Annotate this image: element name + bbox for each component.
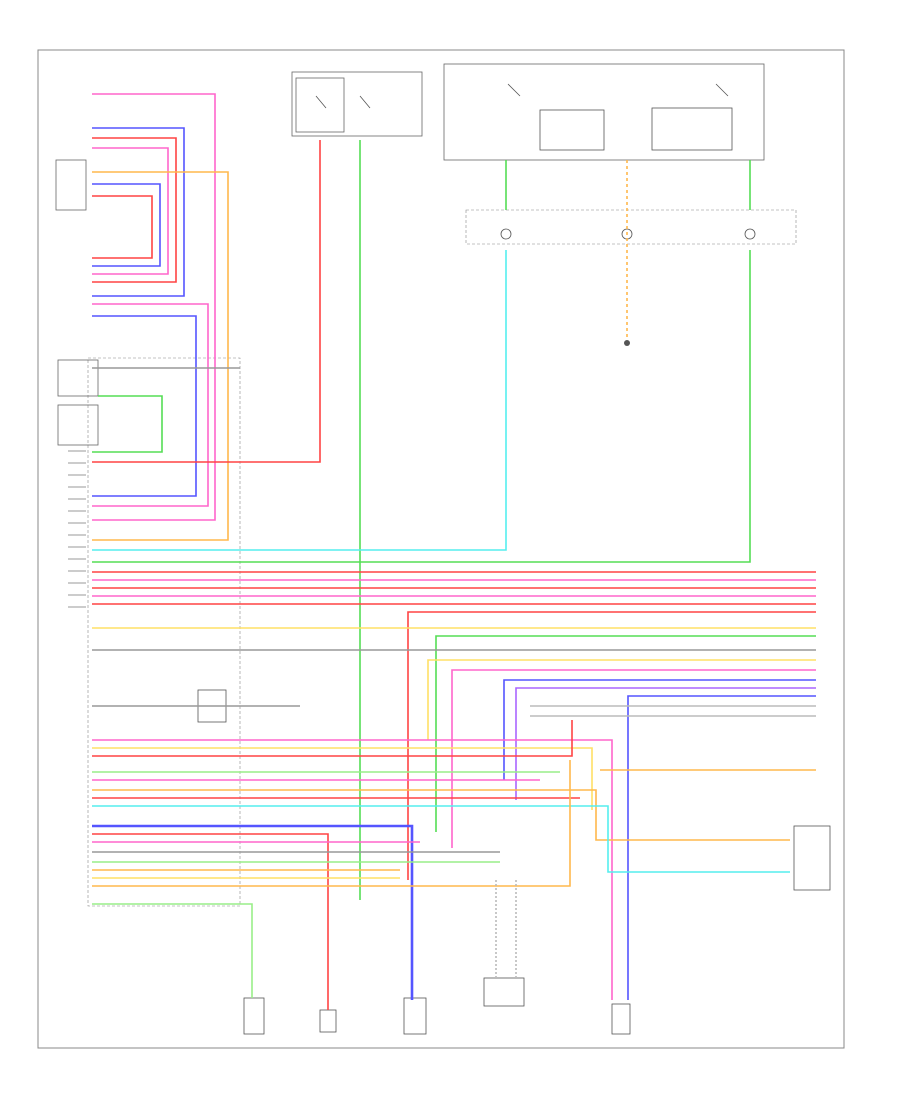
diagram-frame [37,49,845,1049]
wire-red-8 [92,720,573,757]
sensor-2 [319,1009,337,1033]
switch-1 [483,977,525,1007]
relay-switches [315,83,729,109]
wire-blue-3 [92,315,197,497]
wire-blue-4 [503,679,816,780]
connector-band [465,209,797,245]
wire-cyan-2 [92,805,790,873]
wire-yellow-4 [92,747,593,810]
wire-red-2 [92,195,153,259]
left-pin-marks [68,450,86,608]
wires [92,93,816,1010]
ecm-box [87,357,241,907]
right-switch [793,825,831,891]
connector-circle-1 [500,228,512,240]
wire-yellow-1 [92,171,229,541]
ground-point [624,340,630,346]
sensor-1 [243,997,265,1035]
wire-green-2 [92,250,751,563]
wire-pink-6 [451,669,816,848]
wire-cyan-1 [92,250,507,551]
sensor-4 [611,1003,631,1035]
wire-orange-1 [92,789,790,841]
wire-pink-7 [92,739,613,1000]
wire-red-3 [92,140,321,463]
wire-orange-4 [92,760,571,887]
fuse-2 [651,107,733,151]
wire-pink-3 [92,303,209,507]
sensor-box-left [57,359,99,397]
connector-circle-3 [744,228,756,240]
wire-red-1 [92,137,177,283]
sensor-3 [403,997,427,1035]
wire-blue-6 [92,824,414,1000]
wire-blue-1 [92,127,185,297]
wire-pink-2 [92,147,169,275]
relay-box [291,71,423,137]
wire-blue-5 [627,695,816,1000]
wire-lightgreen-3 [92,903,253,998]
wire-blue-2 [92,183,161,267]
wire-yellow-3 [427,659,816,740]
wire-red-10 [92,833,329,1010]
relay-box-inner [295,77,345,133]
under-hood-fuse-box [443,63,765,161]
wire-green-1 [92,395,163,453]
connector-block-top-left [55,159,87,211]
wire-pink-1 [92,93,216,521]
fuse-1 [539,109,605,151]
wire-green-3 [435,635,816,832]
wire-violet-1 [515,687,816,800]
sensor-box-left-2 [57,404,99,446]
